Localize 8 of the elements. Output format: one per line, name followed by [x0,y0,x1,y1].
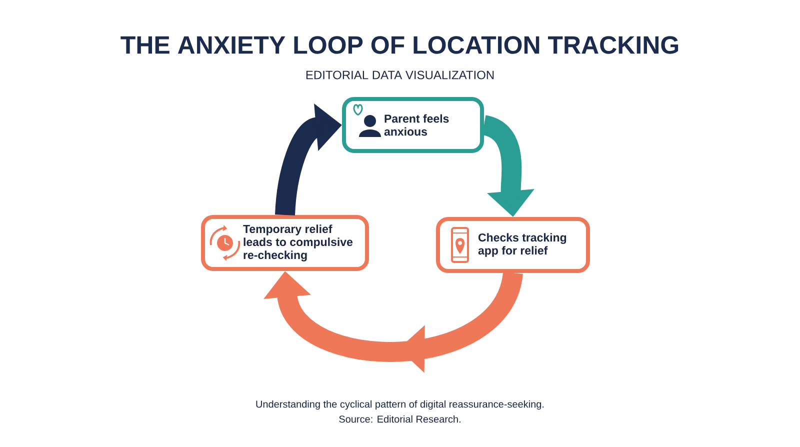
source-note: Source: Editorial Research. [339,415,460,423]
title: THE ANXIETY LOOP OF LOCATION TRACKING [120,36,678,54]
step-box: Parent feels anxious [342,97,484,153]
curved-arrow [264,270,523,373]
caption: Understanding the cyclical pattern of digital reassurance-seeking. [256,400,544,410]
step-box: Checks tracking app for relief [436,217,590,273]
step-box: Temporary relief leads to compulsive re-checking [201,215,369,271]
subtitle: EDITORIAL DATA VISUALIZATION [306,70,494,80]
